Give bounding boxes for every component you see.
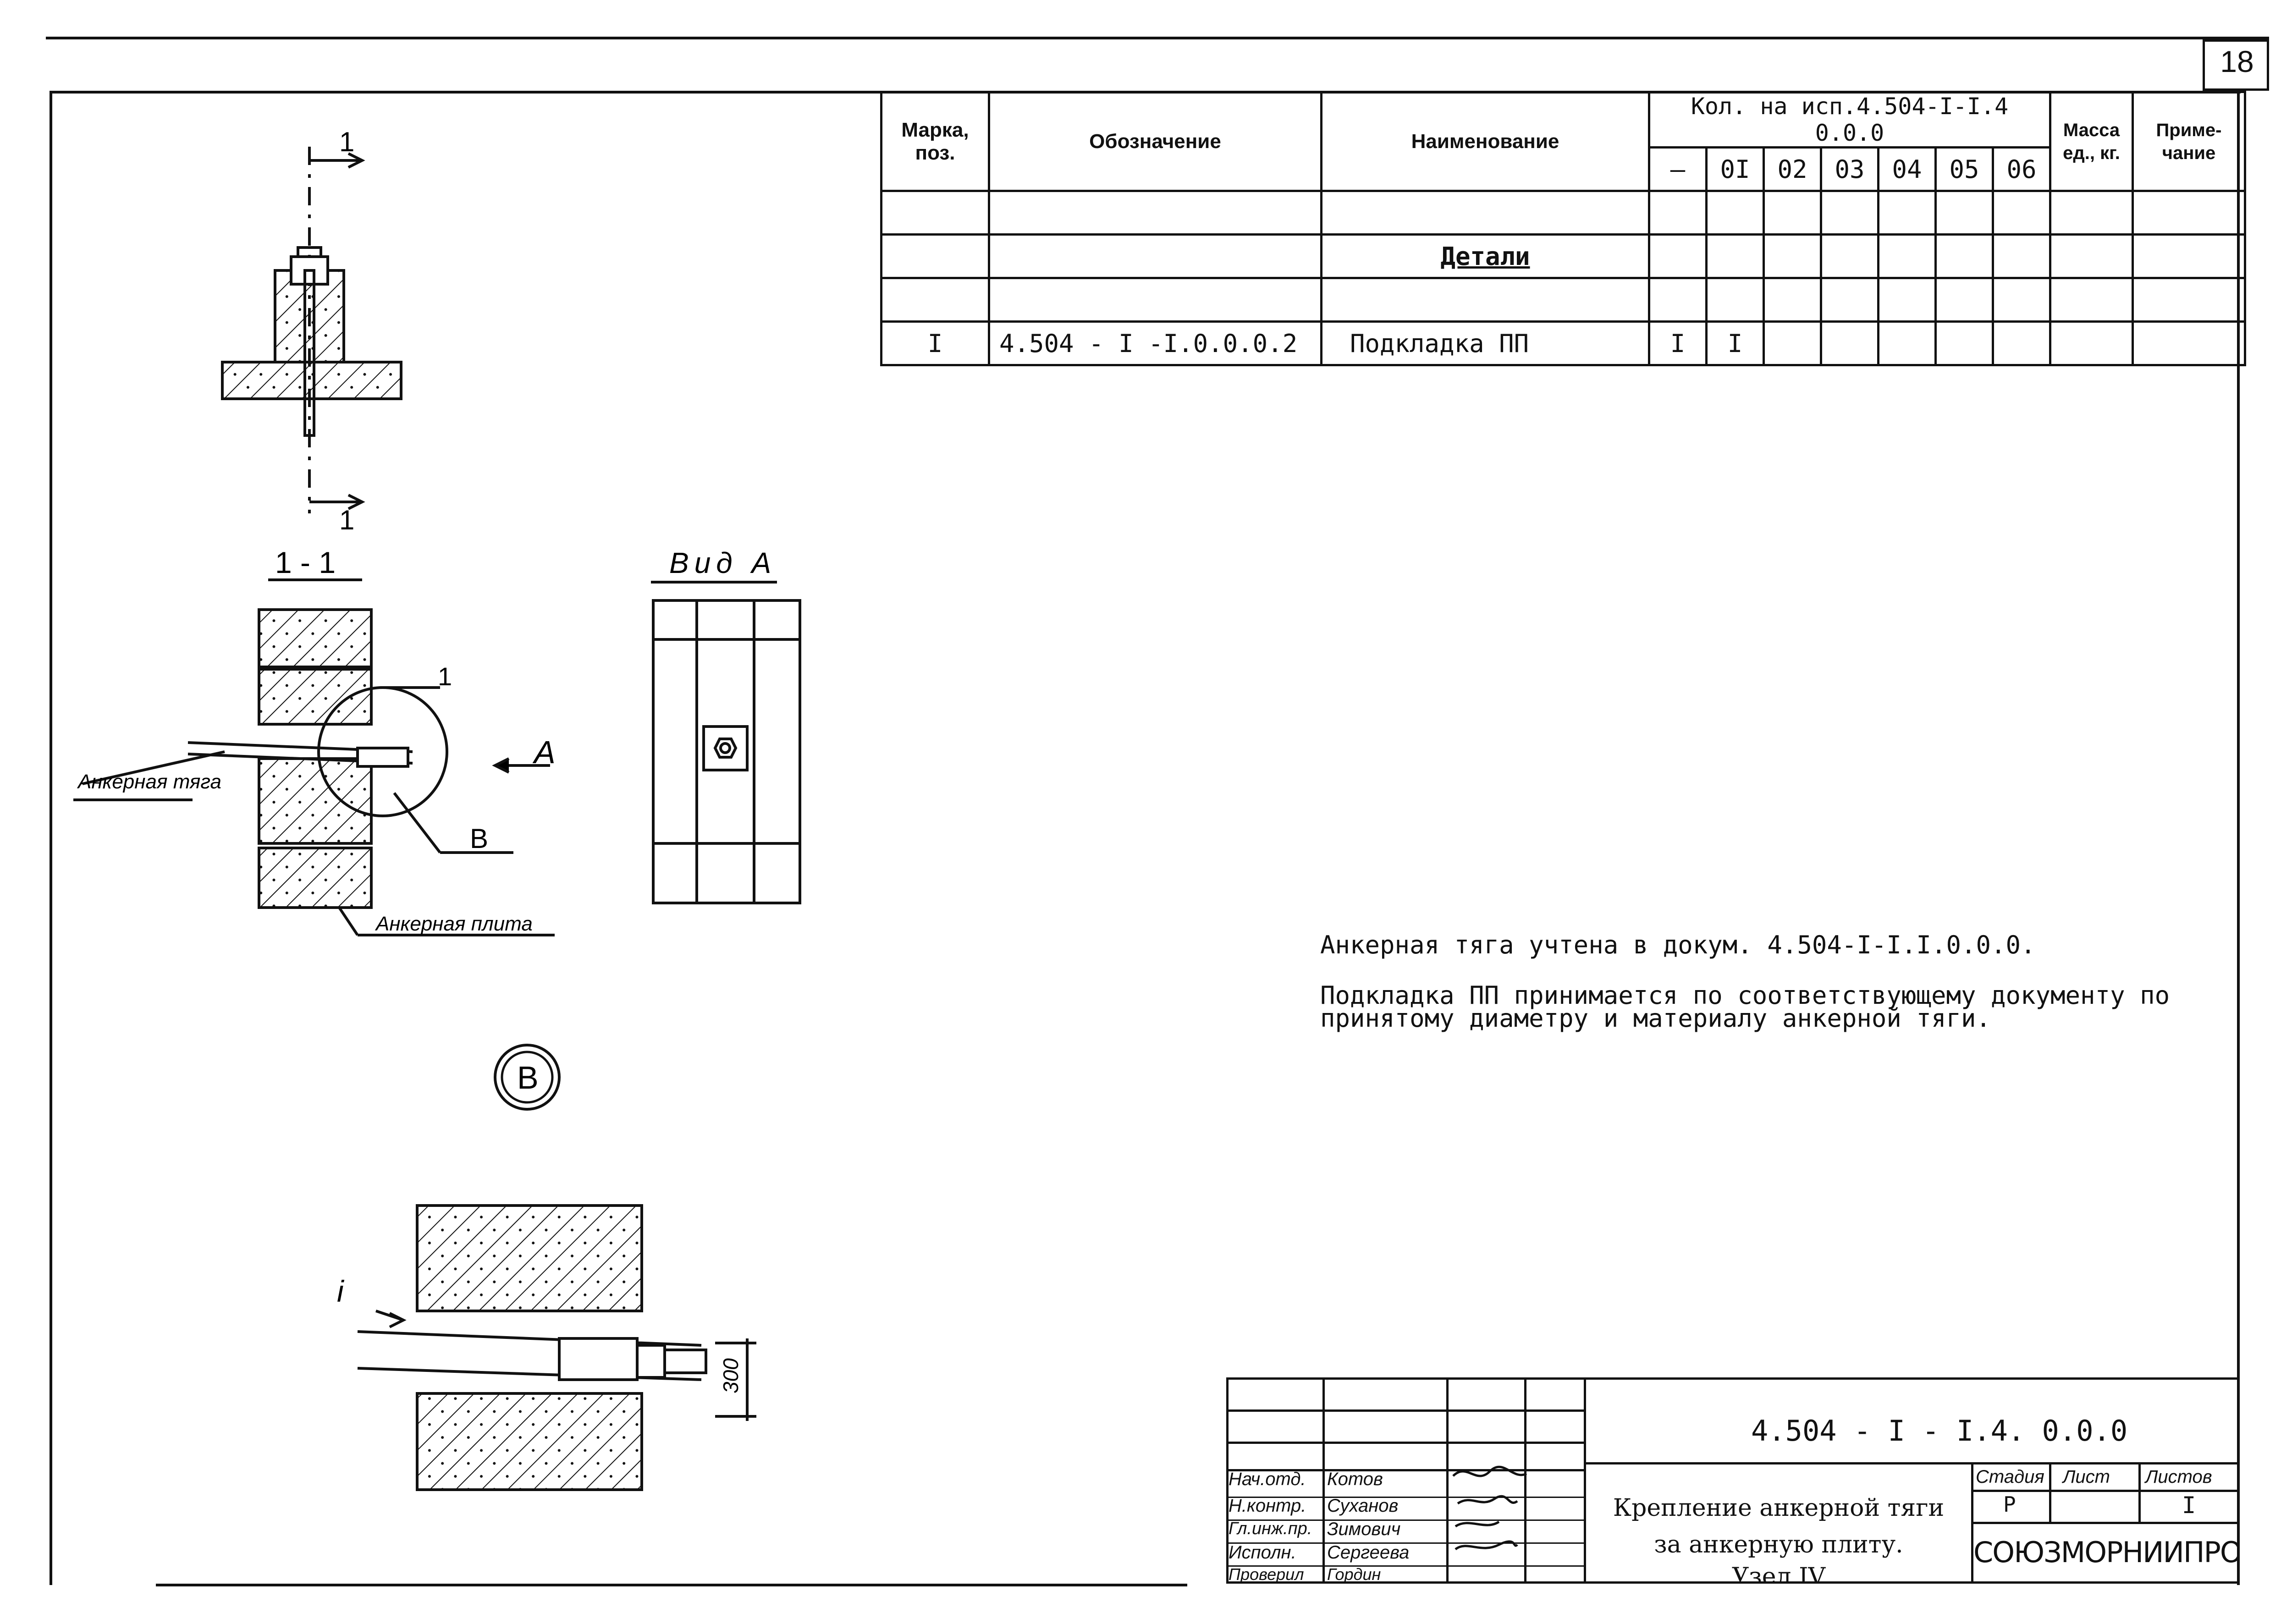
frame-right-line [2237,91,2240,1585]
signer-role: Проверил [1229,1565,1304,1583]
section-label: Детали [1320,233,1650,279]
section-title: 1 - 1 [275,545,336,579]
signer-name: Суханов [1327,1496,1399,1516]
organization-name: СОЮЗМОРНИИПРОЕКТ [1973,1536,2237,1569]
table-row: I 4.504 - I -I.0.0.0.2 Подкладка ПП I I [880,320,2246,366]
title-line-3: Узел IV [1731,1563,1826,1584]
title-line-2: за анкерную плиту. [1654,1531,1903,1558]
detail-B-marker [494,1044,561,1111]
sheet-label: Лист [2063,1467,2110,1487]
section-mark-bottom: 1 [339,505,354,535]
title-line-1: Крепление анкерной тяги [1613,1494,1945,1522]
label-plate: Анкерная плита [375,913,533,935]
row-qty [1992,320,2051,366]
header-variant: 05 [1934,146,1994,192]
row-note [2132,320,2246,366]
row-mass [2049,320,2134,366]
detail-B-view [357,1204,756,1491]
header-variant: 0I [1705,146,1765,192]
note-line-2: Подкладка ПП принимается по соответствую… [1320,981,2170,1010]
header-mass: Масса ед., кг. [2049,91,2134,192]
signer-role: Гл.инж.пр. [1229,1519,1312,1538]
view-A-drawing [652,599,801,904]
view-A-title: Вид А [669,546,777,579]
header-designation: Обозначение [988,91,1322,192]
signatures [1452,1465,1527,1551]
signer-name: Котов [1327,1469,1383,1489]
row-qty [1877,320,1937,366]
table-row-section: Детали [880,233,2246,279]
title-block-grid [1226,1377,1586,1584]
sheets-value: I [2182,1492,2196,1519]
note-line-1: Анкерная тяга учтена в докум. 4.504-I-I.… [1320,930,2036,959]
header-note: Приме- чание [2132,91,2246,192]
detail-B-letter: B [517,1060,539,1096]
header-variant: 06 [1992,146,2051,192]
row-qty [1820,320,1879,366]
row-qty [1934,320,1994,366]
frame-bottom-line [156,1584,1187,1586]
header-variant: – [1648,146,1708,192]
row-designation: 4.504 - I -I.0.0.0.2 [988,320,1322,366]
label-view-A: A [532,734,556,770]
label-tie-rod: Анкерная тяга [77,771,221,793]
signer-role: Н.контр. [1229,1496,1306,1516]
section-mark-top: 1 [339,127,354,157]
stage-value: Р [2003,1492,2016,1517]
header-variant: 02 [1763,146,1822,192]
section-1-1-view [73,608,555,936]
frame-top-line [46,37,2269,39]
signer-role: Исполн. [1229,1542,1296,1563]
header-variant: 03 [1820,146,1879,192]
row-qty [1763,320,1822,366]
sheet-number: 18 [2220,44,2254,78]
header-variant: 04 [1877,146,1937,192]
stage-label: Стадия [1976,1467,2044,1487]
note-line-3: принятому диаметру и материалу анкерной … [1320,1004,1991,1033]
signer-name: Зимович [1327,1519,1401,1539]
signer-name: Гордин [1327,1565,1381,1583]
sheet-number-box [2203,39,2269,91]
technical-drawing: 1 1 1 - 1 Анкерная тяга Анкерная плита 1… [73,127,801,1491]
row-name: Подкладка ПП [1320,320,1650,366]
sheets-label: Листов [2145,1467,2212,1487]
row-qty: I [1705,320,1765,366]
header-qty-group: Кол. на исп.4.504-I-I.4 0.0.0 [1648,91,2051,149]
header-mark: Марка, поз. [880,91,990,192]
table-row-empty [880,277,2246,323]
table-row-empty [880,190,2246,236]
label-pos-1: 1 [438,662,452,691]
signer-role: Нач.отд. [1229,1469,1306,1489]
row-mark: I [880,320,990,366]
dimension-300: 300 [719,1358,743,1393]
label-detail-B: B [470,823,488,854]
signer-name: Сергеева [1327,1542,1410,1563]
label-i: i [337,1274,345,1308]
row-qty: I [1648,320,1708,366]
specification-table: Марка, поз. Обозначение Наименование Кол… [880,91,2246,366]
top-detail-view [221,147,402,513]
doc-code: 4.504 - I - I.4. 0.0.0 [1751,1414,2128,1448]
title-block [1226,1377,2239,1584]
header-name: Наименование [1320,91,1650,192]
frame-left-line [50,91,52,1585]
